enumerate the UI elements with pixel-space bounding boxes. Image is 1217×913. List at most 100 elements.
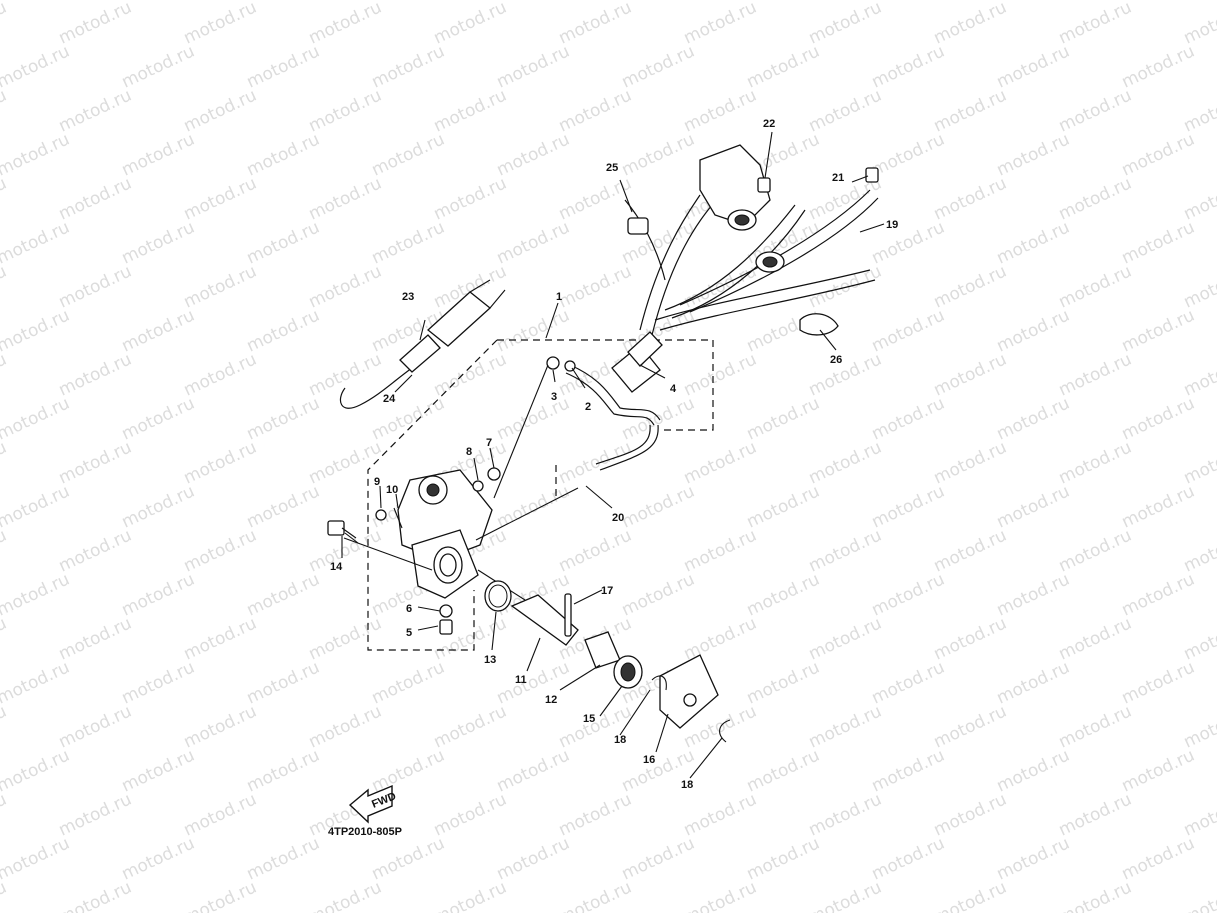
watermark-text: motod.ru <box>119 393 198 444</box>
watermark-text: motod.ru <box>869 41 948 92</box>
watermark-text: motod.ru <box>931 261 1010 312</box>
watermark-text: motod.ru <box>56 85 135 136</box>
watermark-text: motod.ru <box>931 349 1010 400</box>
watermark-text: motod.ru <box>994 833 1073 884</box>
watermark-text: motod.ru <box>1056 701 1135 752</box>
watermark-text: motod.ru <box>1119 305 1198 356</box>
watermark-text: motod.ru <box>931 701 1010 752</box>
watermark-text: motod.ru <box>181 0 260 49</box>
callout-24: 24 <box>383 393 396 405</box>
watermark-text: motod.ru <box>306 701 385 752</box>
watermark-text: motod.ru <box>431 789 510 840</box>
watermark-text: motod.ru <box>931 173 1010 224</box>
watermark-text: motod.ru <box>494 129 573 180</box>
watermark-text: motod.ru <box>619 41 698 92</box>
callout-15: 15 <box>583 713 595 725</box>
watermark-text: motod.ru <box>181 173 260 224</box>
watermark-text: motod.ru <box>931 613 1010 664</box>
watermark-text: motod.ru <box>56 613 135 664</box>
watermark-text: motod.ru <box>119 657 198 708</box>
watermark-text: motod.ru <box>869 0 948 5</box>
watermark-text: motod.ru <box>1056 85 1135 136</box>
callout-3: 3 <box>551 391 557 403</box>
watermark-text: motod.ru <box>869 393 948 444</box>
watermark-text: motod.ru <box>119 41 198 92</box>
watermark-text: motod.ru <box>119 217 198 268</box>
watermark-text: motod.ru <box>119 0 198 5</box>
watermark-text: motod.ru <box>744 41 823 92</box>
watermark-text: motod.ru <box>869 657 948 708</box>
watermark-text: motod.ru <box>306 877 385 913</box>
watermark-text: motod.ru <box>244 481 323 532</box>
watermark-text: motod.ru <box>681 85 760 136</box>
watermark-text: motod.ru <box>369 657 448 708</box>
callout-18b: 18 <box>681 779 693 791</box>
watermark-text: motod.ru <box>0 789 10 840</box>
callout-14: 14 <box>330 561 343 573</box>
watermark-text: motod.ru <box>869 745 948 796</box>
watermark-text: motod.ru <box>619 569 698 620</box>
watermark-text: motod.ru <box>681 0 760 49</box>
watermark-text: motod.ru <box>244 569 323 620</box>
watermark-text: motod.ru <box>1181 613 1217 664</box>
watermark-text: motod.ru <box>994 305 1073 356</box>
watermark-text: motod.ru <box>119 569 198 620</box>
callout-21: 21 <box>832 172 844 184</box>
watermark-text: motod.ru <box>181 613 260 664</box>
watermark-text: motod.ru <box>181 85 260 136</box>
watermark-text: motod.ru <box>431 0 510 49</box>
watermark-text: motod.ru <box>306 85 385 136</box>
watermark-text: motod.ru <box>119 481 198 532</box>
drive-parts <box>484 580 731 743</box>
watermark-text: motod.ru <box>556 173 635 224</box>
watermark-text: motod.ru <box>431 877 510 913</box>
watermark-text: motod.ru <box>1181 85 1217 136</box>
callout-10: 10 <box>386 484 398 496</box>
callout-1: 1 <box>556 291 562 303</box>
watermark-text: motod.ru <box>556 85 635 136</box>
watermark-text: motod.ru <box>744 481 823 532</box>
watermark-text: motod.ru <box>369 129 448 180</box>
watermark-text: motod.ru <box>181 261 260 312</box>
watermark-text: motod.ru <box>0 305 73 356</box>
watermark-text: motod.ru <box>869 833 948 884</box>
watermark-text: motod.ru <box>56 0 135 49</box>
watermark-text: motod.ru <box>431 85 510 136</box>
watermark-text: motod.ru <box>1056 437 1135 488</box>
watermark-text: motod.ru <box>306 613 385 664</box>
watermark-text: motod.ru <box>0 437 10 488</box>
watermark-text: motod.ru <box>0 569 73 620</box>
fwd-arrow-icon: FWD <box>348 784 398 824</box>
watermark-text: motod.ru <box>744 393 823 444</box>
callout-20: 20 <box>612 512 624 524</box>
watermark-text: motod.ru <box>56 525 135 576</box>
watermark-text: motod.ru <box>931 789 1010 840</box>
watermark-text: motod.ru <box>806 349 885 400</box>
callout-12: 12 <box>545 694 557 706</box>
watermark-text: motod.ru <box>681 437 760 488</box>
watermark-text: motod.ru <box>244 305 323 356</box>
watermark-text: motod.ru <box>494 0 573 5</box>
watermark-text: motod.ru <box>119 305 198 356</box>
watermark-text: motod.ru <box>556 877 635 913</box>
cable-part <box>399 279 506 373</box>
watermark-text: motod.ru <box>806 85 885 136</box>
watermark-text: motod.ru <box>0 481 73 532</box>
callout-9: 9 <box>374 476 380 488</box>
watermark-text: motod.ru <box>806 613 885 664</box>
watermark-text: motod.ru <box>1181 437 1217 488</box>
watermark-text: motod.ru <box>0 877 10 913</box>
watermark-text: motod.ru <box>181 789 260 840</box>
watermark-text: motod.ru <box>56 173 135 224</box>
watermark-text: motod.ru <box>0 261 10 312</box>
callout-4: 4 <box>670 383 677 395</box>
watermark-text: motod.ru <box>306 437 385 488</box>
watermark-text: motod.ru <box>869 569 948 620</box>
watermark-text: motod.ru <box>931 877 1010 913</box>
watermark-text: motod.ru <box>806 877 885 913</box>
watermark-text: motod.ru <box>0 173 10 224</box>
watermark-text: motod.ru <box>0 701 10 752</box>
watermark-text: motod.ru <box>744 0 823 5</box>
watermark-text: motod.ru <box>306 261 385 312</box>
